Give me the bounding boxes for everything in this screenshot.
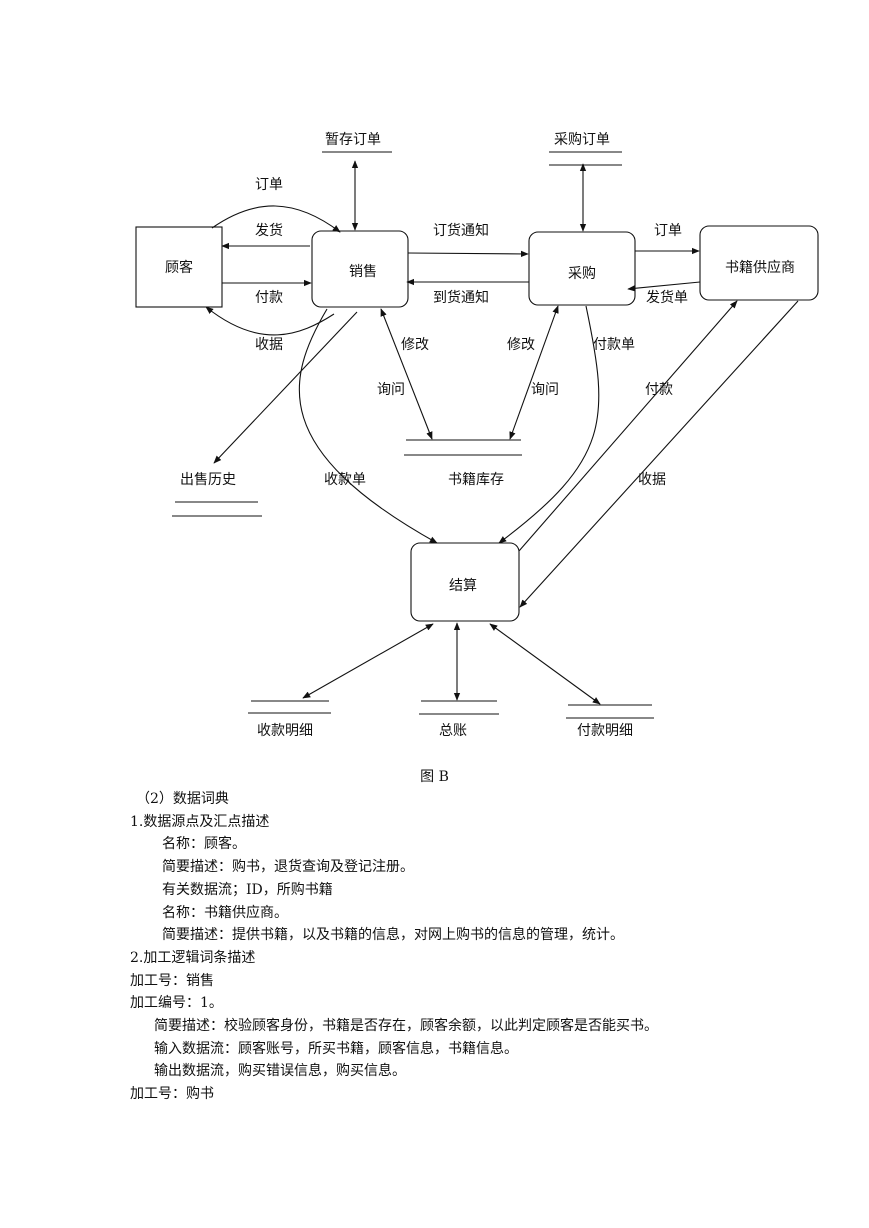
text-line: 简要描述：购书，退货查询及登记注册。: [162, 859, 414, 876]
sales-label: 销售: [349, 264, 377, 280]
flow-label-receipt: 收据: [255, 337, 283, 353]
flow-label-order-notice: 订货通知: [433, 222, 489, 239]
store-payment-detail-label: 付款明细: [577, 723, 633, 739]
text-line: 加工编号：1。: [130, 995, 223, 1012]
store-receipt-detail-label: 收款明细: [257, 723, 313, 739]
flow-label-payment-note: 付款单: [593, 337, 635, 353]
supplier-process: [699, 225, 819, 301]
supplier-label: 书籍供应商: [725, 259, 795, 276]
text-line: 有关数据流；ID，所购书籍: [162, 881, 333, 898]
purchase-process: [528, 231, 636, 306]
data-dictionary: （2）数据词典 1.数据源点及汇点描述 名称：顾客。 简要描述：购书，退货查询及…: [130, 788, 830, 1106]
store-purchase-order-label: 采购订单: [554, 132, 610, 148]
store-temp-order-label: 暂存订单: [325, 132, 381, 148]
flow-label-modify-purchase: 修改: [507, 337, 535, 353]
flow-label-ship: 发货: [255, 222, 283, 239]
text-line: 输入数据流：顾客账号，所买书籍，顾客信息，书籍信息。: [154, 1040, 518, 1057]
flow-label-payment: 付款: [645, 382, 673, 398]
flow-label-pay: 付款: [255, 290, 283, 306]
store-lines: [172, 151, 654, 719]
section-heading: （2）数据词典: [136, 791, 229, 807]
customer-label: 顾客: [165, 259, 193, 276]
text-line: 输出数据流，购买错误信息，购买信息。: [154, 1063, 406, 1080]
flow-label-query-purchase: 询问: [531, 382, 559, 398]
flow-label-receipt2: 收据: [638, 472, 666, 488]
store-ledger-label: 总账: [439, 723, 467, 739]
subsection-heading: 2.加工逻辑词条描述: [130, 949, 256, 966]
flow-label-receipt-note: 收款单: [324, 472, 366, 488]
flow-label-arrival-notice: 到货通知: [433, 289, 489, 306]
customer-entity: [135, 226, 223, 308]
store-sales-history-label: 出售历史: [180, 472, 236, 488]
flow-label-delivery-note: 发货单: [646, 289, 688, 306]
text-line: 加工号：购书: [130, 1086, 214, 1103]
flow-label-query-sales: 询问: [377, 382, 405, 398]
store-inventory-label: 书籍库存: [448, 471, 504, 488]
text-line: 名称：顾客。: [162, 836, 246, 853]
data-flow-diagram: 顾客 销售 采购 书籍供应商 结算 暂存订单 采购订单 出售历史 书籍库存 收款…: [135, 132, 819, 739]
figure-caption: 图 B: [420, 769, 449, 785]
sales-process: [311, 230, 409, 308]
settlement-label: 结算: [449, 578, 477, 594]
text-line: 名称：书籍供应商。: [162, 904, 288, 921]
settlement-process: [410, 542, 520, 622]
flow-label-modify-sales: 修改: [401, 337, 429, 353]
text-line: 简要描述：校验顾客身份，书籍是否存在，顾客余额，以此判定顾客是否能买书。: [154, 1018, 658, 1035]
purchase-label: 采购: [568, 266, 596, 282]
text-line: 简要描述：提供书籍，以及书籍的信息，对网上购书的信息的管理，统计。: [162, 927, 624, 944]
text-line: 加工号：销售: [130, 972, 214, 989]
flow-arrows: [205, 160, 799, 705]
flow-label-order-out: 订单: [654, 223, 682, 239]
flow-label-order-in: 订单: [255, 177, 283, 193]
subsection-heading: 1.数据源点及汇点描述: [130, 813, 270, 830]
